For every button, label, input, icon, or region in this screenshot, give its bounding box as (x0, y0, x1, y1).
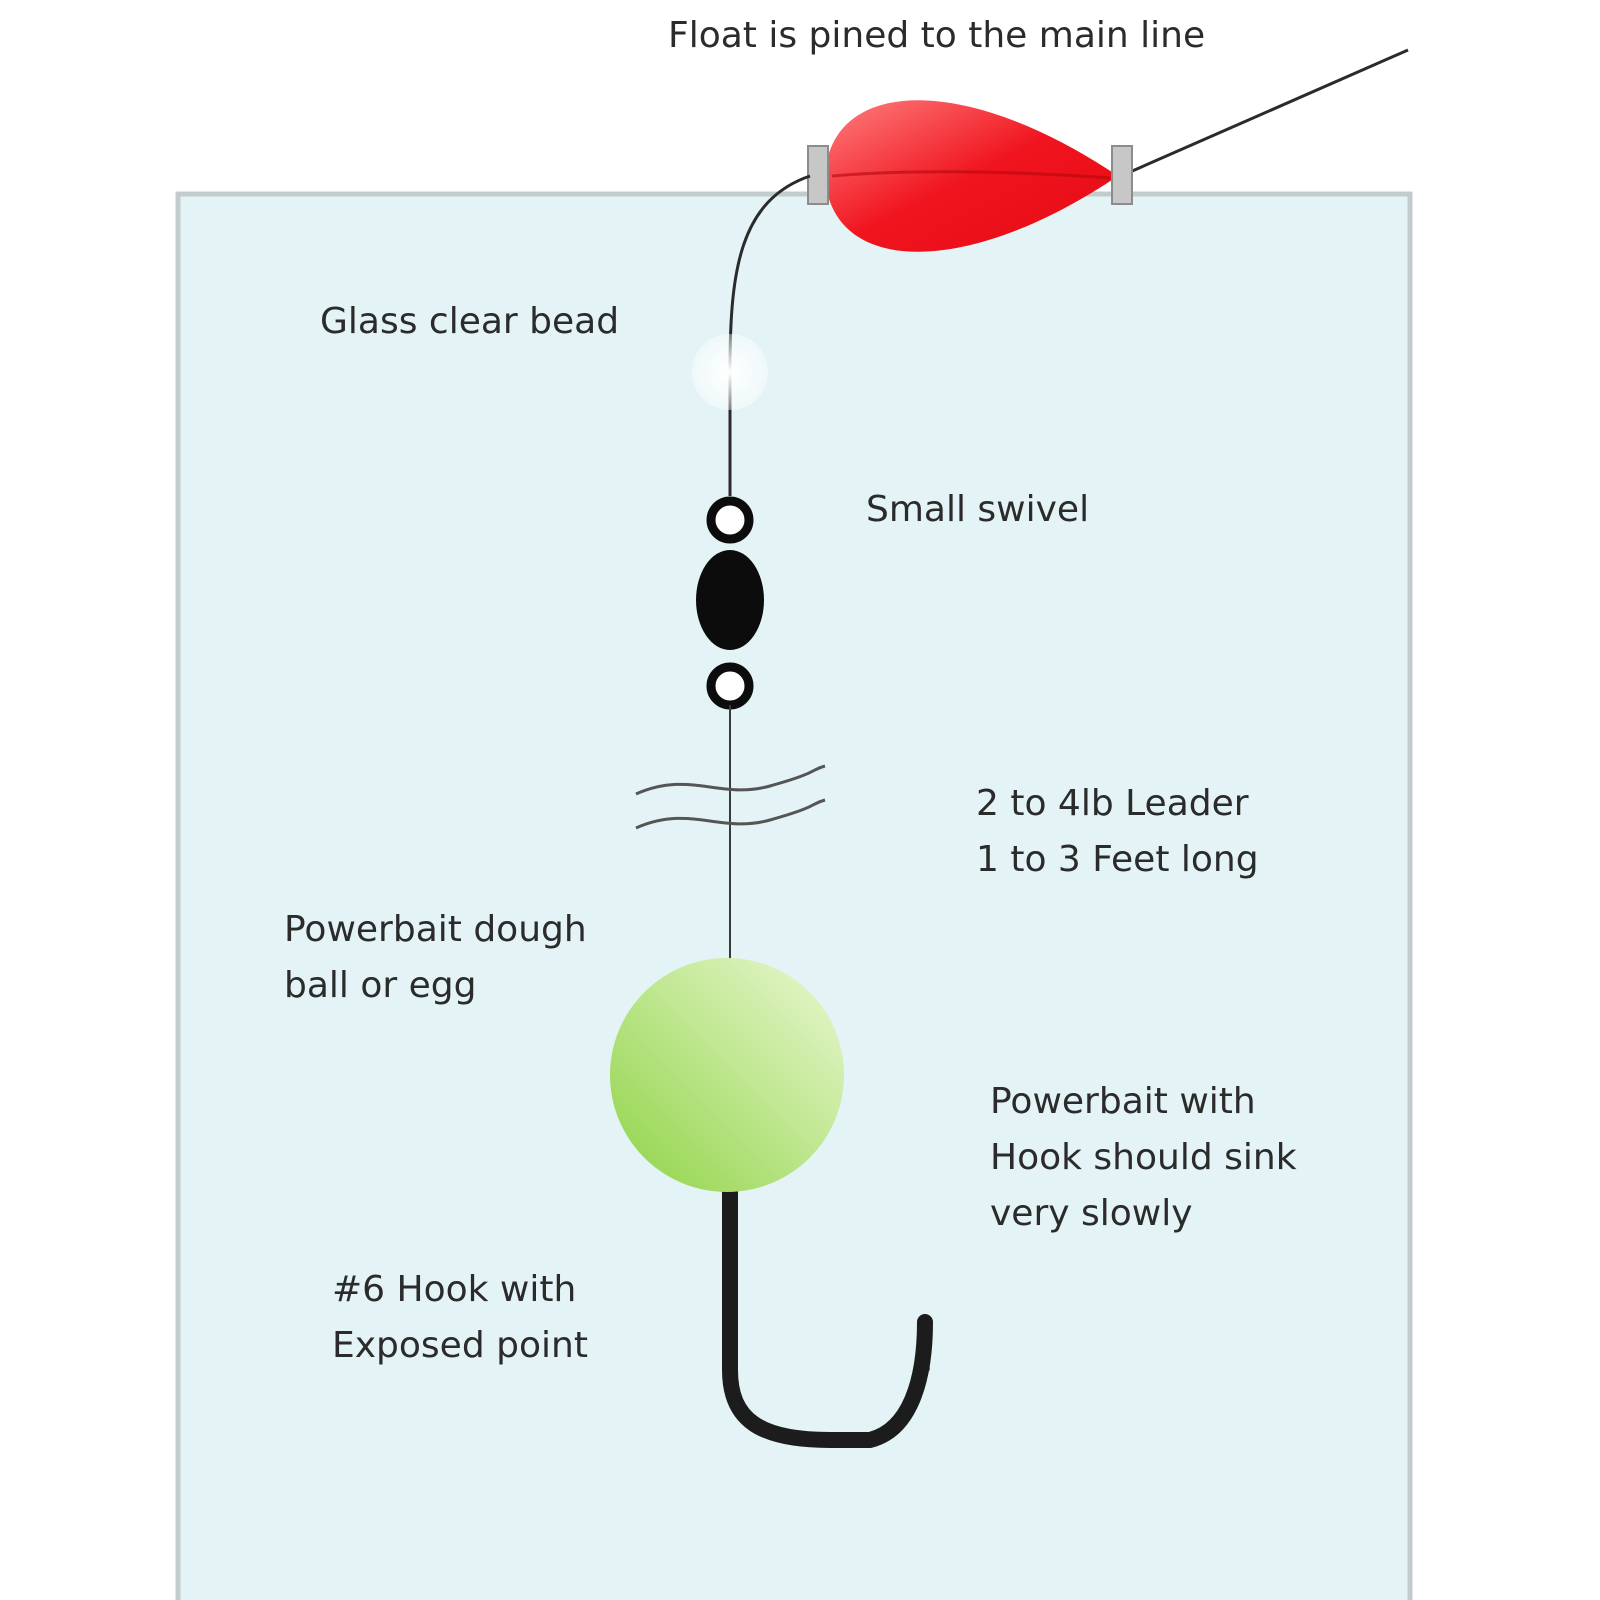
glass-bead (692, 334, 768, 410)
bait-label-line: ball or egg (284, 965, 477, 1006)
swivel-barrel (696, 550, 764, 650)
leader-label-line: 1 to 3 Feet long (976, 839, 1259, 880)
main-line (1129, 48, 1409, 174)
swivel-label: Small swivel (866, 489, 1090, 530)
leader-label: 2 to 4lb Leader 1 to 3 Feet long (976, 776, 1259, 888)
float-centerline (831, 170, 1111, 180)
powerbait-ball (610, 958, 844, 1192)
sink-label: Powerbait with Hook should sink very slo… (990, 1074, 1297, 1242)
float-body (825, 100, 1118, 252)
swivel-top-ring (706, 496, 754, 544)
water-area (175, 191, 1413, 1600)
leader-label-line: 2 to 4lb Leader (976, 783, 1249, 824)
line-break-mark-lower (635, 798, 826, 830)
hook-label-line: Exposed point (332, 1325, 588, 1366)
hook-point (918, 1320, 930, 1372)
bait-label: Powerbait dough ball or egg (284, 902, 587, 1014)
float-label: Float is pined to the main line (668, 15, 1206, 56)
sink-label-line: Hook should sink (990, 1137, 1297, 1178)
hook-label: #6 Hook with Exposed point (332, 1262, 588, 1374)
bead-label: Glass clear bead (320, 301, 620, 342)
swivel-bottom-ring (706, 662, 754, 710)
sink-label-line: Powerbait with (990, 1081, 1256, 1122)
float-right-cap (1111, 145, 1133, 205)
line-break-mark-upper (635, 764, 826, 796)
hook (722, 1157, 933, 1448)
hook-label-line: #6 Hook with (332, 1269, 577, 1310)
sink-label-line: very slowly (990, 1193, 1193, 1234)
float-left-cap (807, 145, 829, 205)
bait-label-line: Powerbait dough (284, 909, 587, 950)
